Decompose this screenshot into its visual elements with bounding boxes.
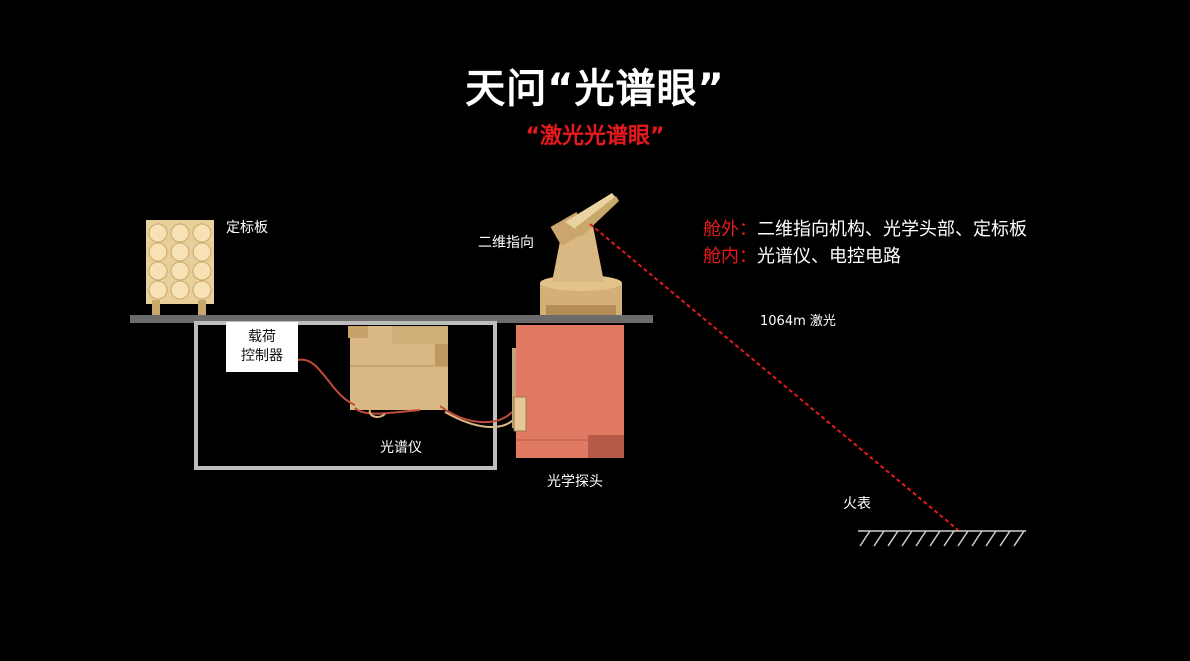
page-subtitle: “激光光谱眼” — [525, 124, 665, 149]
laser-beam — [589, 223, 959, 531]
label-spectrometer: 光谱仪 — [380, 440, 422, 456]
label-laser: 1064m 激光 — [760, 314, 836, 329]
payload-controller-line2: 控制器 — [241, 348, 283, 364]
spacecraft-deck — [130, 315, 653, 323]
optical-probe — [512, 325, 624, 458]
label-calibration-plate: 定标板 — [226, 220, 268, 236]
calibration-plate — [146, 220, 214, 315]
cabin-outline — [194, 321, 497, 470]
legend-key-outside: 舱外： — [703, 219, 757, 240]
mars-surface — [858, 530, 1026, 547]
legend-row-outside: 舱外：二维指向机构、光学头部、定标板 — [703, 215, 1027, 241]
legend-row-inside: 舱内：光谱仪、电控电路 — [703, 242, 901, 268]
payload-controller-line1: 载荷 — [248, 329, 276, 345]
label-optical-probe: 光学探头 — [547, 474, 603, 490]
label-two-axis-pointing: 二维指向 — [478, 235, 534, 251]
page-title: 天问“光谱眼” — [465, 66, 725, 112]
legend-value-inside: 光谱仪、电控电路 — [757, 246, 901, 267]
legend-value-outside: 二维指向机构、光学头部、定标板 — [757, 219, 1027, 240]
cables — [297, 358, 516, 428]
spectrometer-body — [348, 326, 448, 410]
label-mars-surface: 火表 — [843, 496, 871, 512]
legend-key-inside: 舱内： — [703, 246, 757, 267]
pointing-mechanism — [540, 193, 622, 315]
payload-controller-box: 载荷 控制器 — [226, 322, 298, 372]
